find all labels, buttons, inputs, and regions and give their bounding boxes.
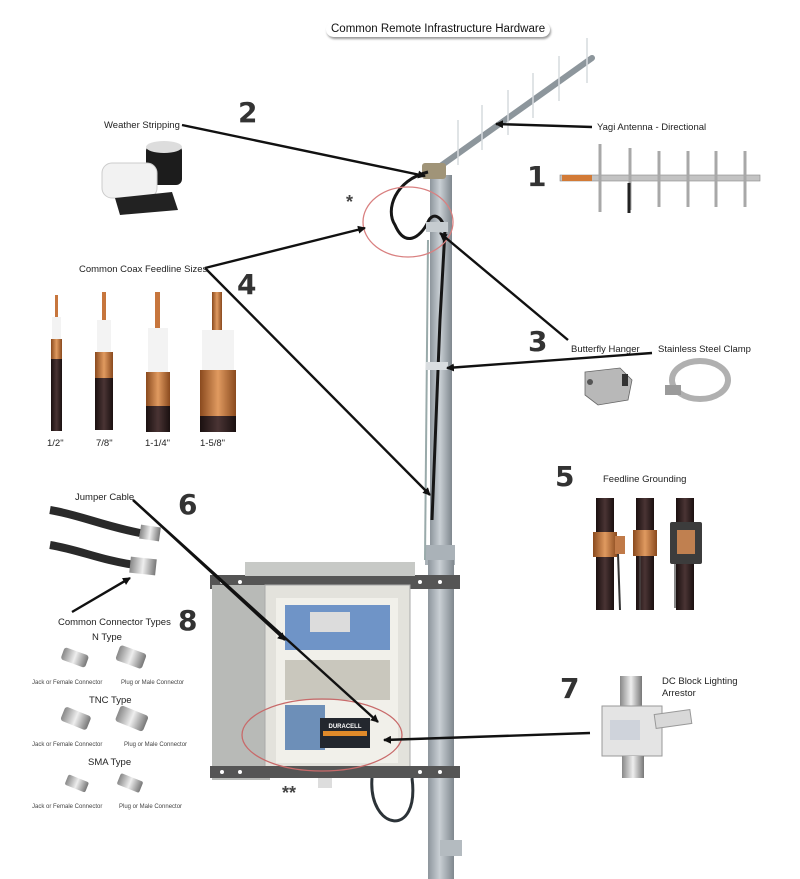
feedline-grounding-image <box>593 498 702 611</box>
arrestor-image <box>601 676 693 778</box>
connector-type-n: N Type <box>92 632 122 643</box>
highlight-circle-bottom <box>241 698 403 772</box>
connector-images <box>60 645 148 793</box>
stainless-clamp-image <box>665 358 731 402</box>
arrow-weather-stripping <box>181 123 426 179</box>
arrow-butterfly-hanger <box>439 232 569 341</box>
number-7: 7 <box>560 672 580 705</box>
sma-female-label: Jack or Female Connector <box>32 804 103 810</box>
coax-size-3: 1-1/4" <box>145 438 171 449</box>
number-5: 5 <box>555 460 575 493</box>
label-yagi-antenna: Yagi Antenna - Directional <box>597 122 707 133</box>
butterfly-hanger-on-pole <box>426 222 448 232</box>
label-stainless-clamp: Stainless Steel Clamp <box>658 344 751 355</box>
label-jumper-cable: Jumper Cable <box>75 492 135 503</box>
label-arrestor-line1: DC Block Lighting <box>662 676 738 687</box>
marker-double-star: ** <box>282 783 297 803</box>
number-3: 3 <box>528 325 548 358</box>
label-connector-types: Common Connector Types <box>58 617 171 628</box>
number-1: 1 <box>527 160 547 193</box>
jumper-cable-image <box>49 506 161 576</box>
label-arrestor-line2: Arrestor <box>662 688 696 699</box>
arrow-jumper-2 <box>132 499 379 723</box>
arrow-arrestor <box>383 731 591 744</box>
number-2: 2 <box>238 96 258 129</box>
marker-single-star: * <box>346 192 354 212</box>
weather-stripping-image <box>101 141 182 215</box>
tnc-female-label: Jack or Female Connector <box>32 742 103 748</box>
equipment-enclosure: DURACELL <box>210 562 460 823</box>
n-male-label: Plug or Male Connector <box>121 680 185 686</box>
connector-type-tnc: TNC Type <box>89 695 132 706</box>
feedline-loop <box>389 170 447 521</box>
yagi-antenna-image <box>559 144 761 213</box>
diagram-title: Common Remote Infrastructure Hardware <box>326 22 551 37</box>
number-4: 4 <box>237 268 257 301</box>
highlight-circle-top <box>362 186 454 258</box>
mast-yagi-antenna <box>422 38 595 179</box>
sma-male-label: Plug or Male Connector <box>119 804 183 810</box>
arrow-stainless-clamp <box>446 351 653 372</box>
butterfly-hanger-image <box>584 367 633 406</box>
callout-arrows <box>71 120 653 744</box>
coax-size-4: 1-5/8" <box>200 438 226 449</box>
label-coax-sizes: Common Coax Feedline Sizes <box>79 264 208 275</box>
number-8: 8 <box>178 604 198 637</box>
battery-brand: DURACELL <box>329 724 362 730</box>
n-female-label: Jack or Female Connector <box>32 680 103 686</box>
arrow-coax-to-pole <box>204 267 431 496</box>
clamp-on-pole <box>426 362 448 370</box>
coax-size-2: 7/8" <box>96 438 113 449</box>
tnc-male-label: Plug or Male Connector <box>124 742 188 748</box>
number-6: 6 <box>178 488 198 521</box>
coax-size-1: 1/2" <box>47 438 64 449</box>
label-butterfly-hanger: Butterfly Hanger <box>571 344 640 355</box>
coax-sizes-image <box>51 292 236 432</box>
arrow-connector <box>71 576 131 614</box>
connector-type-sma: SMA Type <box>88 757 132 768</box>
arrow-coax-to-loop <box>204 225 366 270</box>
label-weather-stripping: Weather Stripping <box>104 120 180 131</box>
arrow-yagi <box>495 120 593 129</box>
label-feedline-grounding: Feedline Grounding <box>603 474 687 485</box>
